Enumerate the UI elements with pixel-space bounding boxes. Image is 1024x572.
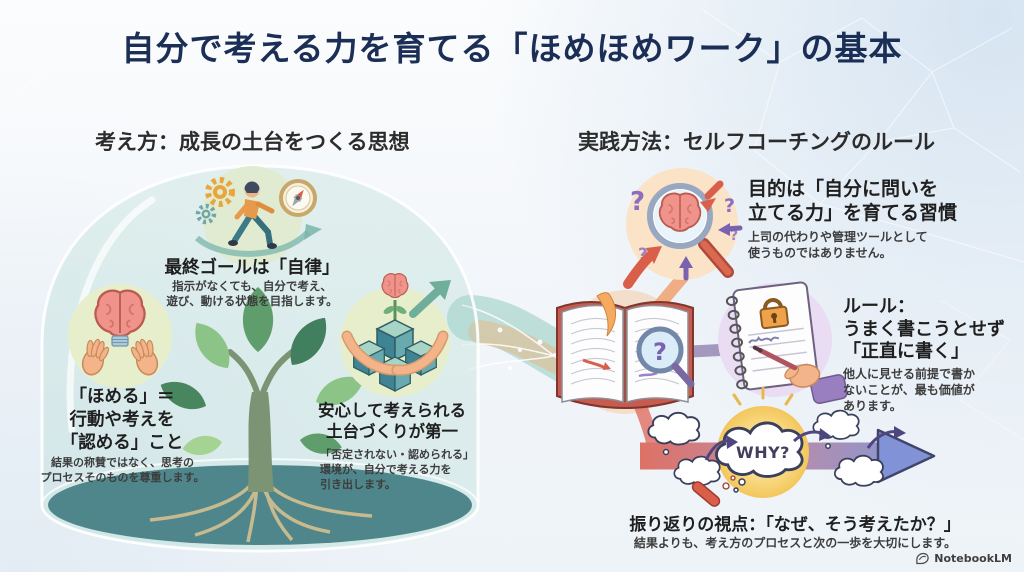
compass-icon: [279, 179, 317, 217]
book-magnifier-icon: ?: [636, 326, 695, 388]
thought-cloud-icon: [673, 455, 721, 486]
notebooklm-logo-text: NotebookLM: [934, 552, 1012, 565]
background-mesh: [0, 7, 1024, 441]
open-book-icon: ?: [556, 292, 695, 409]
thought-cloud-icon: [833, 454, 884, 487]
purpose-title: 目的は「自分に問いを 立てる力」を育てる習慣: [748, 178, 958, 224]
dome-base: [48, 465, 472, 545]
sun-rays: [732, 386, 794, 406]
bookmark: [596, 292, 616, 337]
autonomy-goal-icon: [195, 166, 322, 266]
notebook-lines: [748, 327, 809, 372]
reflection-body: 結果よりも、考え方のプロセスと次の一歩を大切にします。: [633, 536, 957, 550]
spiral-binding: [725, 295, 749, 390]
praise-body: 結果の称賛ではなく、思考の プロセスそのものを尊重します。: [40, 456, 205, 484]
growth-tree: [149, 287, 373, 543]
gear-icon-small: [195, 203, 217, 225]
magnifier-brain-icon: ? ? ? ?: [623, 168, 743, 289]
foundation-title: 安心して考えられる 土台づくりが第一: [317, 401, 466, 442]
autonomy-body: 指示がなくても、自分で考え、 遊び、動ける状態を目指します。: [166, 279, 338, 309]
question-marks: ? ? ? ?: [630, 187, 738, 265]
bulb-base: [111, 335, 129, 347]
notebooklm-logo-icon: [916, 552, 930, 565]
tree-trunk: [248, 392, 274, 492]
flow-arrowheads: [726, 426, 906, 449]
page-title: 自分で考える力を育てる「ほめほめワーク」の基本: [121, 29, 903, 68]
writing-hand: [752, 345, 848, 404]
mindset-heading: 考え方：成長の土台をつくる思想: [95, 130, 410, 154]
notebooklm-logo: NotebookLM: [915, 551, 1012, 566]
question-icon: ?: [638, 245, 648, 265]
rule-title: ルール： うまく書こうとせず 「正直に書く」: [843, 296, 1005, 362]
purpose-body: 上司の代わりや管理ツールとして 使うものではありません。: [748, 230, 928, 261]
question-icon: ?: [724, 195, 735, 217]
arrowhead: [876, 428, 936, 484]
walking-person-icon: [228, 181, 277, 249]
red-marker: [691, 481, 721, 507]
practice-heading: 実践方法：セルフコーチングのルール: [578, 130, 935, 154]
praise-title: 「ほめる」＝ 行動や考えを 「認める」こと: [60, 387, 184, 453]
thought-cloud-icon: [647, 411, 701, 446]
dome-to-book-ribbon: [447, 295, 588, 383]
autonomy-title: 最終ゴールは「自律」: [164, 258, 340, 278]
glass-dome: [40, 164, 480, 553]
marker-dots: [722, 475, 736, 490]
gear-icon: [205, 177, 235, 207]
question-icon: ?: [653, 338, 667, 366]
lock-icon: [759, 298, 789, 330]
question-icon: ?: [630, 187, 645, 217]
signature-scribble: [748, 335, 780, 344]
rule-body: 他人に見せる前提で書か ないことが、最も価値が あります。: [843, 367, 976, 414]
why-label: WHY?: [736, 443, 790, 462]
reflection-title: 振り返りの視点：「なぜ、そう考えたか？」: [629, 515, 961, 535]
building-blocks-icon: [340, 273, 451, 397]
locked-notebook-icon: [718, 281, 848, 404]
why-reflection-arrow: WHY?: [640, 386, 936, 507]
question-icon: ?: [730, 228, 738, 244]
foundation-body: 「否定されない・認められる」 環境が、自分で考える力を 引き出します。: [320, 448, 474, 491]
hands-brain-icon: [68, 284, 172, 388]
